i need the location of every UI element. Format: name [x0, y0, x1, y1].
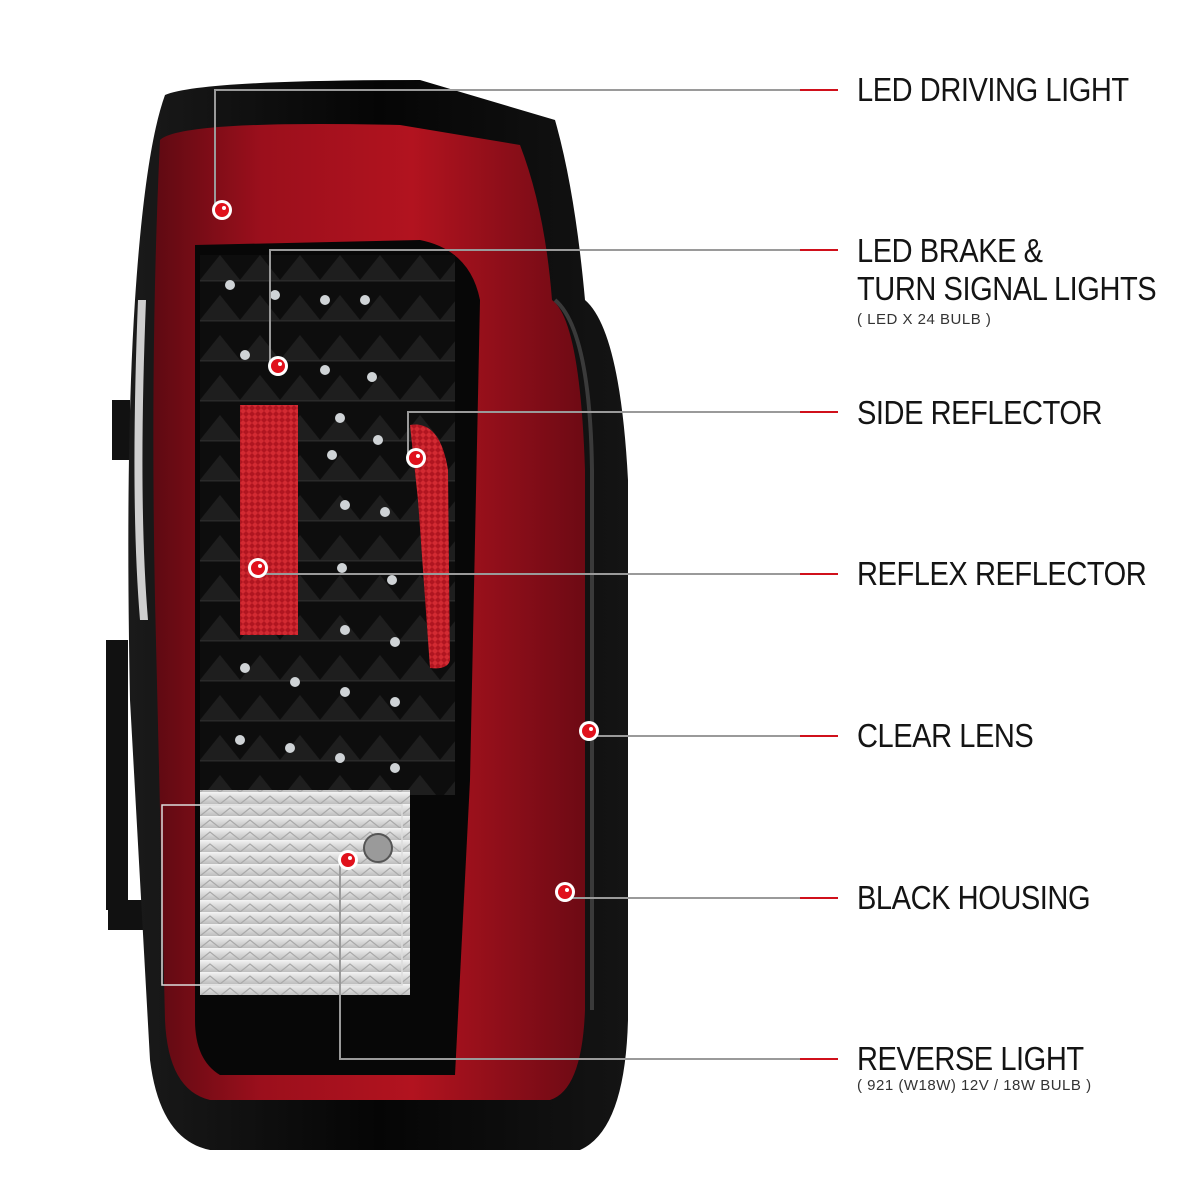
label-black-housing: BLACK HOUSING [857, 879, 1091, 917]
led-cell-area [200, 255, 455, 795]
clear-lens-edge [553, 298, 594, 1010]
marker-reflex-reflector [248, 558, 268, 578]
label-line: TURN SIGNAL LIGHTS [857, 270, 1157, 307]
marker-led-driving-light [212, 200, 232, 220]
label-line: LED DRIVING LIGHT [857, 71, 1129, 108]
note-led-brake-turn: ( LED X 24 BULB ) [857, 311, 992, 328]
label-side-reflector: SIDE REFLECTOR [857, 394, 1102, 432]
callout-markers [212, 200, 599, 902]
reverse-light-lens [200, 790, 410, 995]
chrome-strip [134, 300, 148, 620]
leader-lines [214, 89, 838, 1060]
led-bulbs [225, 280, 400, 773]
label-line: SIDE REFLECTOR [857, 394, 1103, 431]
label-led-brake-turn: LED BRAKE & TURN SIGNAL LIGHTS [857, 232, 1157, 308]
reverse-bulb [363, 833, 393, 863]
leader-line-ends [800, 89, 838, 1060]
label-reverse-light: REVERSE LIGHT [857, 1040, 1084, 1078]
reflex-reflector-shape [240, 405, 298, 635]
label-clear-lens: CLEAR LENS [857, 717, 1034, 755]
label-reflex-reflector: REFLEX REFLECTOR [857, 555, 1147, 593]
label-line: BLACK HOUSING [857, 879, 1091, 916]
label-line: CLEAR LENS [857, 717, 1034, 754]
reverse-light-frame [161, 804, 403, 986]
label-line: LED BRAKE & [857, 232, 1043, 269]
marker-black-housing [555, 882, 575, 902]
mounting-bracket [106, 400, 148, 930]
label-line: REVERSE LIGHT [857, 1040, 1084, 1077]
note-reverse-light: ( 921 (W18W) 12V / 18W BULB ) [857, 1077, 1092, 1094]
marker-led-brake-turn [268, 356, 288, 376]
label-led-driving-light: LED DRIVING LIGHT [857, 71, 1129, 109]
label-line: REFLEX REFLECTOR [857, 555, 1147, 592]
marker-clear-lens [579, 721, 599, 741]
side-reflector-shape [410, 424, 450, 669]
marker-side-reflector [406, 448, 426, 468]
marker-reverse-light [338, 850, 358, 870]
